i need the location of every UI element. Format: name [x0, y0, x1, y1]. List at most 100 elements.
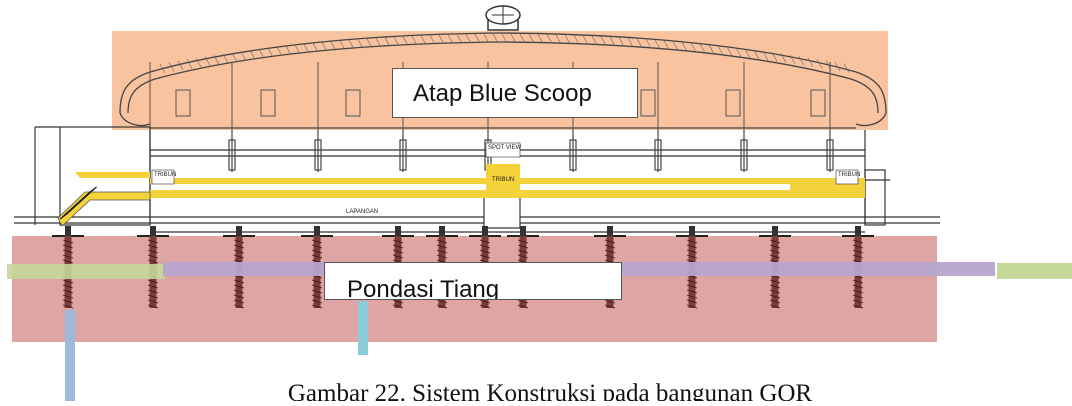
pile-thread [147, 294, 159, 299]
pile-thread [769, 254, 781, 259]
pile-thread [852, 299, 864, 304]
truss-tick [240, 51, 247, 61]
pointer-blue [65, 310, 75, 401]
pile-thread [233, 249, 245, 254]
roof-label: Atap Blue Scoop [392, 68, 638, 118]
pile-head [395, 226, 401, 236]
truss-tick [663, 40, 670, 50]
truss-tick [528, 34, 535, 44]
pile-thread [686, 304, 698, 309]
truss-tick [330, 41, 337, 51]
pile-thread [62, 259, 74, 264]
pile-thread [311, 304, 323, 309]
drawing-annotations: TRIBUN TRIBUN SPOT VIEW TRIBUN LAPANGAN [151, 142, 860, 215]
roof-window [640, 89, 656, 117]
column-frame [314, 139, 322, 171]
pile-thread [147, 249, 159, 254]
pile-thread [769, 289, 781, 294]
pile-thread [233, 284, 245, 289]
truss-tick [636, 38, 643, 48]
foundation-label: Pondasi Tiang [324, 262, 622, 300]
pile-thread [852, 249, 864, 254]
pile-thread [436, 249, 448, 254]
truss-tick [258, 49, 265, 59]
pile-thread [311, 254, 323, 259]
truss-tick [690, 42, 697, 53]
pile-head [482, 226, 488, 236]
truss-tick [402, 36, 409, 46]
pile-thread [147, 284, 159, 289]
truss-tick [537, 34, 544, 44]
truss-tick [222, 53, 229, 64]
pile-thread [62, 239, 74, 244]
pile-thread [62, 254, 74, 259]
column-frame [399, 139, 407, 171]
pile-head [439, 226, 445, 236]
truss-tick [753, 49, 760, 60]
pile-thread [852, 304, 864, 309]
pile-thread [479, 299, 491, 304]
truss-tick [798, 56, 805, 66]
truss-tick [429, 35, 436, 45]
truss-tick [483, 33, 490, 44]
stair-step [88, 186, 97, 194]
pile-head [772, 226, 778, 236]
truss-tick [726, 46, 733, 56]
truss-tick [492, 33, 499, 44]
roof-window [345, 89, 361, 117]
truss-tick [717, 45, 724, 55]
pile-thread [436, 299, 448, 304]
pile-thread [852, 239, 864, 244]
truss-tick [654, 39, 661, 50]
pile-thread [233, 239, 245, 244]
pile-thread [436, 304, 448, 309]
pile-thread [392, 304, 404, 309]
pile-thread [233, 289, 245, 294]
pile-thread [392, 244, 404, 249]
pile-thread [436, 244, 448, 249]
column-frame [228, 139, 236, 171]
truss-tick [303, 43, 310, 54]
roof-window [725, 89, 741, 117]
pile-thread [147, 244, 159, 249]
pile-thread [311, 249, 323, 254]
pile-thread [604, 254, 616, 259]
pile-thread [311, 289, 323, 294]
pile-thread [686, 289, 698, 294]
pile-thread [392, 299, 404, 304]
pile-thread [233, 294, 245, 299]
truss-tick [366, 38, 373, 48]
truss-tick [519, 33, 526, 44]
beam-green-right [997, 263, 1072, 279]
pile-thread [233, 279, 245, 284]
pile-head [689, 226, 695, 236]
label-lapangan: LAPANGAN [346, 209, 378, 215]
truss-tick [618, 37, 625, 47]
pile-thread [686, 254, 698, 259]
truss-tick [789, 54, 796, 65]
pile-thread [852, 244, 864, 249]
roof-window [260, 89, 276, 117]
column-frame [740, 139, 748, 171]
truss-tick [816, 58, 823, 69]
truss-tick [843, 63, 850, 73]
truss-tick [204, 56, 211, 66]
truss-tick [744, 48, 751, 59]
truss-tick [582, 35, 589, 45]
pile-thread [62, 304, 74, 309]
pile-thread [479, 244, 491, 249]
truss-tick [762, 51, 769, 61]
pile-thread [604, 299, 616, 304]
pile-head [607, 226, 613, 236]
truss-tick [267, 47, 274, 58]
pile-thread [62, 279, 74, 284]
truss-tick [321, 42, 328, 52]
truss-tick [213, 55, 220, 65]
tribune-seating [57, 164, 865, 227]
roof-window [810, 89, 826, 117]
pile-head [150, 226, 156, 236]
truss-tick [312, 43, 319, 53]
pile-thread [311, 239, 323, 244]
pile-thread [147, 289, 159, 294]
